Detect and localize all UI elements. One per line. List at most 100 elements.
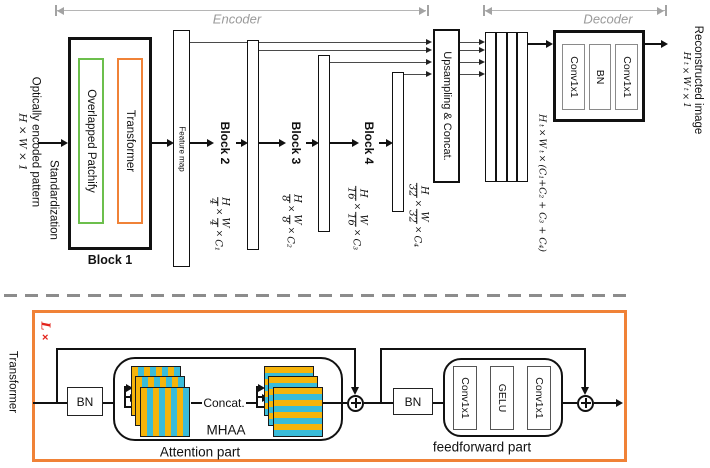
block3-label: Block 3 [288, 121, 303, 165]
feature-map-bar3 [318, 55, 330, 232]
reconstructed-text: Reconstructed image [692, 25, 705, 135]
den: 4 [206, 197, 219, 206]
sub-t: t [537, 124, 546, 127]
num: H [418, 185, 430, 195]
times: × [536, 128, 547, 137]
block1-transformer-label: Transformer [124, 109, 136, 173]
feature-map-bar2 [247, 40, 259, 250]
overlapped-patchify-box: Overlapped Patchify [78, 58, 104, 224]
bn1-box: BN [67, 387, 103, 416]
skip-arrow-bar2-icon [426, 46, 432, 53]
loop-times: × [38, 333, 51, 341]
encoder-span-arrow-left-icon [57, 6, 64, 15]
num: W [219, 217, 231, 228]
ups-to-stack-arrow4-icon [479, 70, 485, 77]
decoder-span-arrow-right-icon [657, 6, 664, 15]
bn2-out-line [433, 402, 443, 404]
upsampling-box: Upsampling & Concat. [433, 29, 460, 183]
stack-to-concat-line [191, 402, 202, 404]
flow-arrow-bar3-out-icon [352, 138, 359, 147]
block1-box: Overlapped Patchify Transformer [68, 37, 152, 250]
times: × [213, 229, 224, 238]
block1-caption: Block 1 [87, 253, 133, 267]
right-fork-stub2 [256, 396, 263, 398]
concat-out-line [246, 402, 256, 404]
right-fork-arrow1-icon [258, 383, 265, 392]
add1-out-line [364, 402, 393, 404]
w: W [680, 76, 692, 87]
skip-line-bar2 [259, 50, 426, 51]
decoder-out-line [645, 43, 662, 45]
skip-line-bar3 [330, 62, 426, 63]
decoder-span-arrow-left-icon [485, 6, 492, 15]
residual-add2-icon [577, 394, 594, 412]
concat-slab [506, 32, 518, 182]
w: W [536, 138, 548, 149]
ups-to-stack-arrow3-icon [479, 58, 485, 65]
sub-t: t [682, 62, 691, 65]
ups-to-stack-line3 [460, 62, 479, 63]
decoder-span-tick-left [483, 5, 485, 16]
decoder-span-tick-right [665, 5, 667, 16]
times: × [285, 226, 296, 235]
num: H [357, 188, 369, 198]
times: × [351, 202, 362, 211]
flow-arrow-block1-out-icon [167, 138, 174, 147]
flow-line-block2-out [236, 142, 241, 144]
channels: C₄ [411, 235, 423, 248]
flow-line-block4-out [379, 142, 386, 144]
flow-arrow-block4-out-icon [386, 138, 393, 147]
h: H [536, 113, 548, 123]
decoder-span-line [485, 10, 665, 11]
ups-to-stack-arrow2-icon [479, 46, 485, 53]
skip2-down-line [584, 350, 586, 388]
h: H [680, 51, 692, 61]
ff-gelu-label: GELU [496, 383, 508, 413]
block2-label: Block 2 [217, 121, 232, 165]
skip1-arrow-down-icon [350, 387, 359, 395]
ff-conv2-label: Conv1x1 [533, 377, 545, 419]
feature-map-bar1: Feature map [173, 30, 190, 267]
bn1-label: BN [76, 394, 94, 409]
skip1-down-line [354, 350, 356, 388]
num: H [291, 194, 303, 203]
decoder-box: Conv1x1 BN Conv1x1 [553, 30, 645, 122]
times: × [412, 199, 423, 208]
skip-arrow-bar3-icon [426, 58, 432, 65]
ups-to-stack-line1 [460, 42, 479, 43]
standardization-label: Standardization [47, 160, 60, 240]
input-arrow-line [38, 142, 61, 144]
flow-arrow-block3-out-icon [312, 138, 319, 147]
attention-out-line [323, 402, 347, 404]
channels: C₁ [212, 239, 224, 251]
loop-l: L [38, 321, 54, 331]
flow-line-bar1-out [190, 142, 207, 144]
decoder-out-arrow-icon [661, 39, 668, 48]
channel-sum: (C₁+C₂ + C₃ + C₄) [536, 164, 548, 253]
den: 32 [405, 182, 418, 198]
decoder-bn-label: BN [594, 69, 606, 85]
ff-out-line [563, 402, 577, 404]
times: × [536, 154, 547, 163]
times: × [285, 204, 296, 213]
right-fork-stub3 [256, 406, 267, 408]
flow-arrow-bar1-out-icon [207, 138, 214, 147]
ff-gelu-box: GELU [490, 366, 514, 430]
encoder-label: Encoder [212, 11, 262, 27]
concat-label: Concat. [203, 396, 245, 410]
skip2-top-line [380, 348, 586, 350]
ff-conv2-box: Conv1x1 [527, 366, 551, 430]
ff-conv1-box: Conv1x1 [453, 366, 477, 430]
decoder-conv1-box: Conv1x1 [562, 44, 585, 110]
section-separator [4, 294, 632, 297]
overlapped-patchify-label: Overlapped Patchify [85, 89, 97, 193]
left-fork-stub2 [124, 396, 132, 398]
tf-out-line [594, 402, 616, 404]
decoder-conv2-label: Conv1x1 [620, 56, 633, 98]
skip2-arrow-down-icon [580, 387, 589, 395]
